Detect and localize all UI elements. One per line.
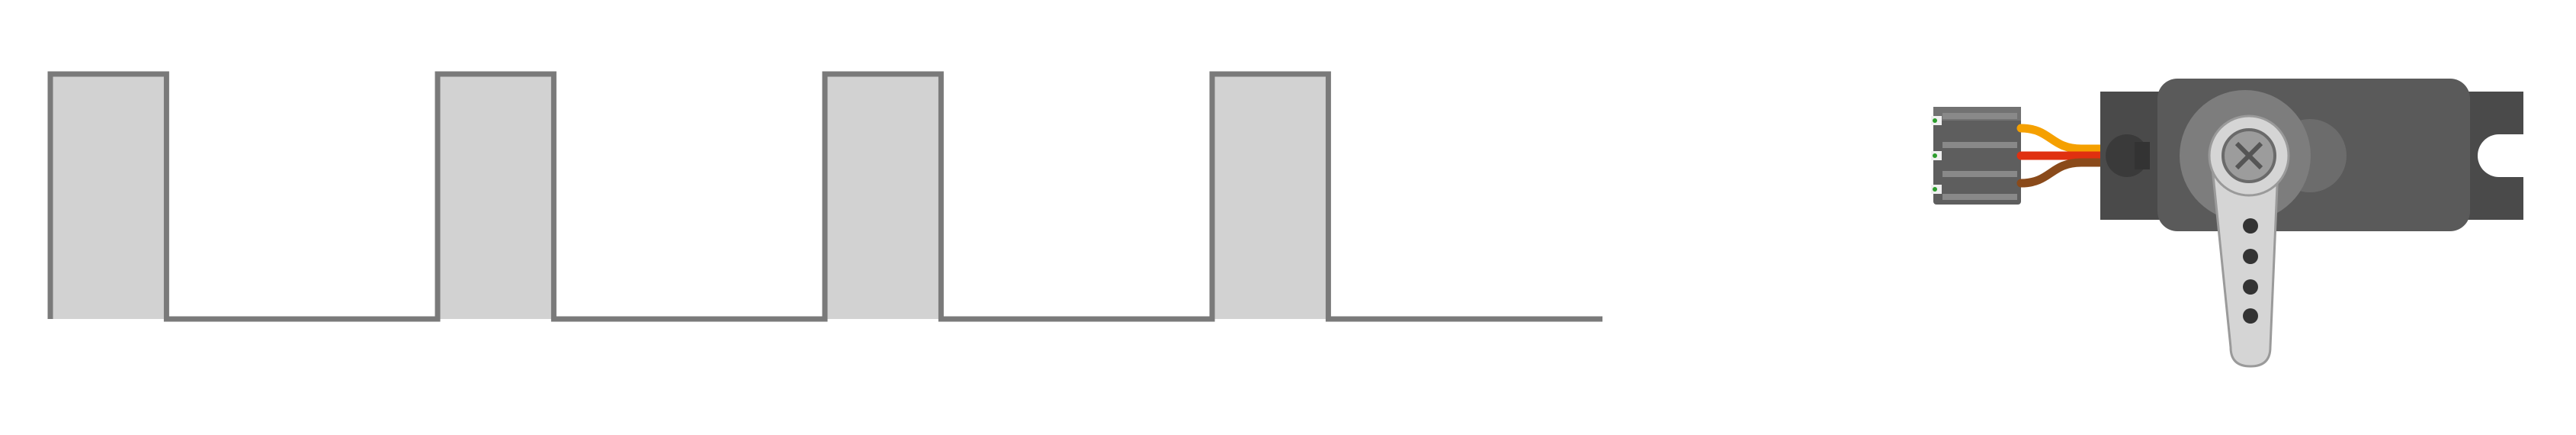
servo-motor-icon [1931,79,2529,368]
pwm-pulse [50,74,167,319]
pwm-pulse [1212,74,1329,319]
horn-screw-icon [2222,128,2276,183]
pwm-waveform [47,71,1602,322]
horn-hole [2243,249,2258,264]
horn-hole [2243,279,2258,295]
pwm-pulse [438,74,554,319]
wire-entry [2135,142,2150,169]
horn-hole [2243,308,2258,324]
pulse-fills [50,74,1329,319]
waveform-line [47,71,1602,322]
connector-plug [1931,107,2021,205]
horn-hole [2243,218,2258,234]
pwm-pulse [825,74,942,319]
